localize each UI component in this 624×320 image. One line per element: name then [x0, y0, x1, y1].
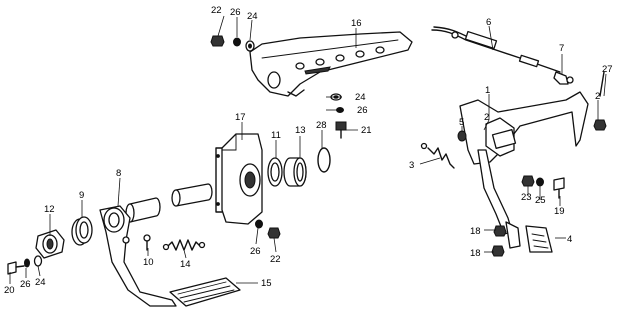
nut-23: [521, 175, 535, 187]
callout-8: 8: [116, 168, 121, 179]
nut-22-top: [210, 35, 225, 47]
bolt-19: [553, 177, 565, 199]
callout-2-right: 2: [595, 91, 600, 102]
callout-18-lower: 18: [470, 248, 481, 259]
callout-10: 10: [143, 257, 154, 268]
part-27-clip: [599, 71, 605, 97]
callout-26-left: 26: [20, 279, 31, 290]
pedal-bracket-assembly: [459, 91, 589, 165]
clutch-pedal-arm: [99, 205, 177, 307]
callout-15: 15: [261, 278, 272, 289]
callout-7: 7: [559, 43, 564, 54]
bushing-9: [71, 216, 93, 246]
callout-28: 28: [316, 120, 327, 131]
pin-10: [143, 234, 151, 251]
callout-4: 4: [567, 234, 572, 245]
callout-3: 3: [409, 160, 414, 171]
callout-24-mid: 24: [355, 92, 366, 103]
bolt-21: [335, 121, 347, 139]
bushing-11: [267, 157, 283, 187]
brake-pedal-pad: [525, 225, 553, 253]
callout-21: 21: [361, 125, 372, 136]
bolt-20: [7, 261, 25, 275]
snap-ring-28: [317, 147, 331, 173]
callout-27: 27: [602, 64, 613, 75]
callout-22-bottom: 22: [270, 254, 281, 265]
callout-2-center: 2: [484, 112, 489, 123]
callout-6: 6: [486, 17, 491, 28]
mounting-bracket: [249, 31, 413, 97]
callout-1: 1: [485, 85, 490, 96]
nut-2-right: [593, 119, 607, 131]
washer-26-bottom: [255, 219, 263, 229]
callout-24-left: 24: [35, 277, 46, 288]
washer-25: [536, 177, 544, 187]
nut-22-bottom: [267, 227, 281, 239]
spring-3: [420, 142, 455, 169]
callout-14: 14: [180, 259, 191, 270]
cable-end-fitting: [553, 71, 574, 85]
washer-26-top: [233, 37, 241, 47]
callout-5: 5: [459, 117, 464, 128]
pedal-pad: [169, 277, 241, 307]
callout-labels: 22 26 24 16 6 7 27 2 24 26 21 1 2 5 3 4 …: [4, 5, 613, 296]
brake-pedal-arm: [477, 149, 521, 249]
washer-24-left: [33, 255, 43, 267]
callout-9: 9: [79, 190, 84, 201]
callout-20: 20: [4, 285, 15, 296]
pedal-housing: [215, 133, 263, 225]
callout-23: 23: [521, 192, 532, 203]
leader-lines: [9, 15, 607, 284]
callout-12: 12: [44, 204, 55, 215]
washer-26-left: [24, 258, 30, 268]
callout-13: 13: [295, 125, 306, 136]
washer-24-top: [245, 40, 255, 52]
bushing-5: [457, 130, 467, 142]
callout-24: 24: [247, 11, 258, 22]
callout-22: 22: [211, 5, 222, 16]
nut-18-lower: [491, 245, 505, 257]
callout-26: 26: [230, 7, 241, 18]
callout-26-mid: 26: [357, 105, 368, 116]
callout-18-upper: 18: [470, 226, 481, 237]
callout-11: 11: [271, 130, 281, 141]
callout-25: 25: [535, 195, 546, 206]
bushing-13: [283, 157, 307, 187]
pedal-shaft: [125, 183, 213, 223]
flange-bushing-12: [35, 229, 65, 259]
callout-26-bottom: 26: [250, 246, 261, 257]
callout-17: 17: [235, 112, 246, 123]
clutch-cable: [431, 26, 561, 73]
callout-16: 16: [351, 18, 362, 29]
nut-18-upper: [493, 225, 507, 237]
callout-19: 19: [554, 206, 565, 217]
spring-14: [162, 239, 206, 251]
